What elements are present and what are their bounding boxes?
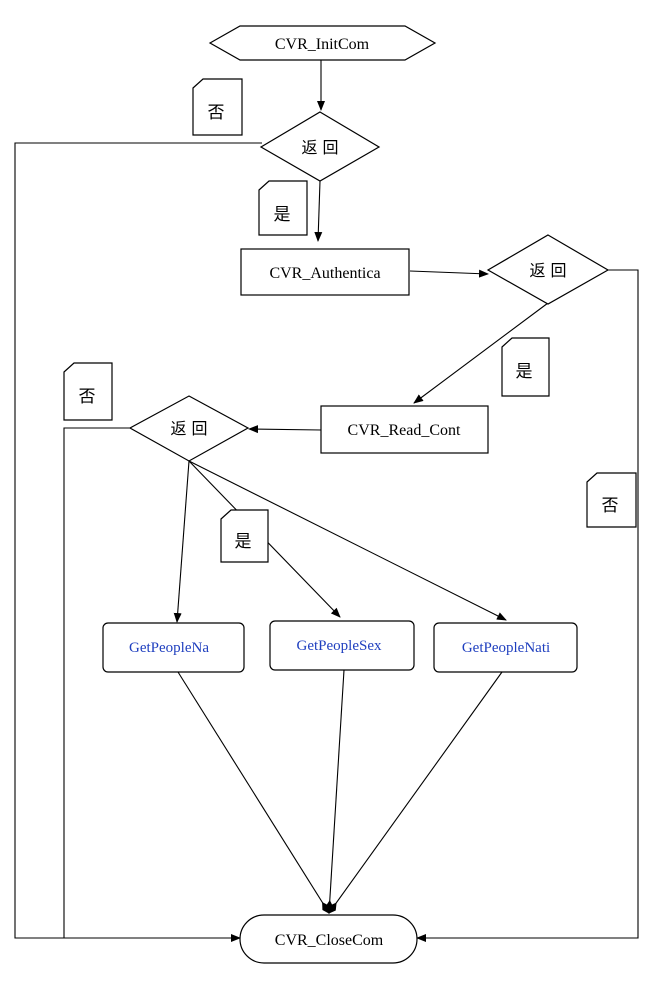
note-d3-no: 否	[63, 362, 113, 421]
node-auth: CVR_Authentica	[240, 248, 410, 296]
node-close: CVR_CloseCom	[239, 914, 418, 964]
decision-3-label: 返 回	[170, 419, 207, 438]
node-read-label: CVR_Read_Cont	[348, 422, 461, 439]
note-d3-yes: 是	[220, 509, 269, 563]
edge-get-sex-to-close	[325, 669, 345, 914]
note-d3-no-label: 否	[79, 387, 96, 407]
edge-d3-to-get-nation	[188, 460, 507, 621]
node-init-label: CVR_InitCom	[275, 36, 370, 53]
note-d1-no: 否	[192, 78, 243, 136]
edge-d2-to-read	[413, 302, 549, 404]
edge-d1-no-to-close	[14, 142, 262, 942]
node-get-name-label: GetPeopleNa	[129, 640, 209, 656]
node-close-label: CVR_CloseCom	[275, 932, 384, 949]
note-d1-yes: 是	[258, 180, 308, 236]
node-read: CVR_Read_Cont	[320, 405, 489, 454]
note-d1-yes-label: 是	[274, 205, 291, 225]
decision-1-label: 返 回	[301, 138, 338, 157]
edge-read-to-d3	[248, 425, 322, 434]
decision-1: 返 回	[259, 111, 381, 182]
edge-get-nation-to-close	[328, 671, 503, 914]
node-get-name: GetPeopleNa	[102, 622, 245, 673]
decision-2: 返 回	[486, 234, 610, 305]
note-d3-yes-label: 是	[235, 532, 252, 552]
note-d1-no-label: 否	[208, 103, 225, 123]
note-d2-no: 否	[586, 472, 637, 528]
edge-get-name-to-close	[177, 671, 330, 914]
node-get-nation: GetPeopleNati	[433, 622, 578, 673]
node-get-sex: GetPeopleSex	[269, 620, 415, 671]
node-get-nation-label: GetPeopleNati	[462, 640, 550, 656]
decision-3: 返 回	[128, 395, 250, 462]
edge-d3-no-to-close	[63, 427, 130, 938]
node-get-sex-label: GetPeopleSex	[297, 638, 382, 654]
note-d2-no-label: 否	[602, 496, 619, 516]
decision-2-label: 返 回	[529, 261, 566, 280]
node-auth-label: CVR_Authentica	[269, 265, 380, 282]
edge-auth-to-d2	[409, 269, 489, 278]
note-d2-yes: 是	[501, 337, 550, 397]
edge-d2-no-to-close	[416, 269, 639, 942]
node-init: CVR_InitCom	[208, 25, 437, 61]
edge-d1-to-auth	[314, 180, 323, 242]
note-d2-yes-label: 是	[516, 362, 533, 382]
edge-d3-to-get-name	[173, 460, 190, 623]
